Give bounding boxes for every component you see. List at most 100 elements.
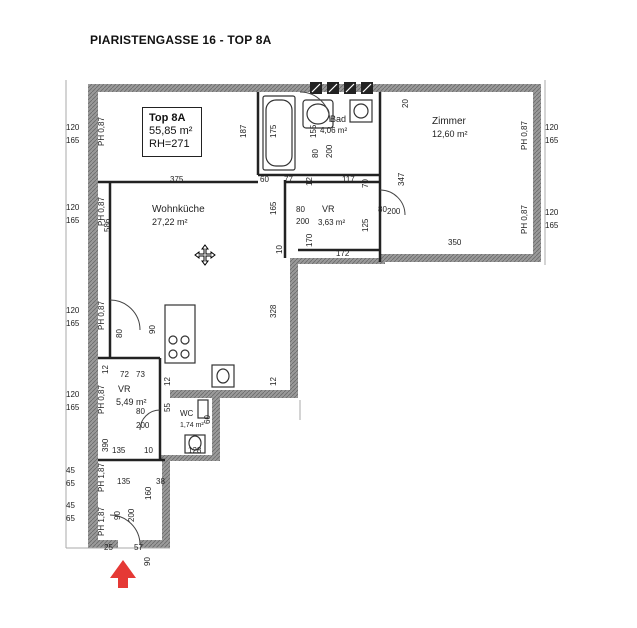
dim-586: 586 — [103, 218, 112, 232]
room-vr-upper-name: VR — [322, 204, 335, 214]
dim-165: 165 — [269, 201, 278, 215]
dim-90b: 90 — [113, 511, 122, 520]
dim-375: 375 — [170, 175, 184, 184]
win-right-1-w: 120 — [545, 123, 559, 132]
wall-bottom-right — [162, 455, 170, 545]
dim-117: 117 — [342, 175, 355, 184]
dim-200f: 200 — [127, 508, 136, 522]
wall-zimmer-bottom — [380, 254, 540, 262]
dim-125: 125 — [361, 218, 370, 232]
dim-72: 72 — [120, 370, 129, 379]
room-zimmer-name: Zimmer — [432, 116, 467, 127]
win-right-2-ph: PH 0,87 — [520, 205, 529, 234]
win-left-1-w: 120 — [66, 123, 80, 132]
dim-200b: 200 — [387, 207, 401, 216]
door-swings — [109, 91, 406, 546]
entrance-arrow-icon — [110, 560, 136, 588]
wall-left — [88, 84, 98, 544]
wall-vr-bottom — [290, 258, 385, 264]
dim-128: 128 — [188, 446, 202, 455]
win-left-3-w: 120 — [66, 306, 80, 315]
wall-bottom-step — [170, 390, 298, 398]
dim-12c: 12 — [163, 377, 172, 386]
dim-160: 160 — [144, 486, 153, 500]
dim-170: 170 — [305, 233, 314, 247]
room-wohnkueche-area: 27,22 m² — [152, 217, 188, 227]
room-bad-name: Bad — [330, 114, 346, 124]
unit-area: 55,85 m² — [149, 125, 193, 137]
dim-155: 155 — [309, 124, 318, 138]
door-left-2-w: 45 — [66, 501, 75, 510]
dim-80e: 80 — [136, 407, 145, 416]
interior-walls — [98, 92, 382, 462]
dim-187: 187 — [239, 124, 248, 138]
dim-328: 328 — [269, 304, 278, 318]
room-wc-name: WC — [180, 409, 194, 418]
dim-200e: 200 — [136, 421, 150, 430]
win-right-2-w: 120 — [545, 208, 559, 217]
win-right-1-h: 165 — [545, 136, 559, 145]
wc-fixtures — [184, 399, 209, 454]
dim-77: 77 — [284, 175, 293, 184]
win-left-1-h: 165 — [66, 136, 80, 145]
wall-wc-bottom — [160, 455, 220, 461]
win-left-3-ph: PH 0,87 — [97, 301, 106, 330]
wall-bottom — [88, 540, 118, 548]
dim-60: 60 — [260, 175, 269, 184]
unit-name: Top 8A — [149, 112, 186, 124]
win-left-1-ph: PH 0,87 — [97, 117, 106, 146]
dim-57: 57 — [134, 543, 143, 552]
dim-12b: 12 — [269, 377, 278, 386]
dim-135a: 135 — [112, 446, 126, 455]
dim-90a: 90 — [148, 325, 157, 334]
dim-350: 350 — [448, 238, 462, 247]
door-left-2-ph: PH 1,87 — [97, 507, 106, 536]
unit-info-box: Top 8A 55,85 m² RH=271 — [142, 107, 202, 157]
dim-200c: 200 — [296, 217, 310, 226]
dim-60: 60 — [203, 415, 212, 424]
window-labels-right: 120 165 PH 0,87 120 165 PH 0,87 — [520, 121, 559, 234]
dimension-labels-v: 187 175 155 80 200 20 347 70 165 170 125… — [101, 99, 410, 566]
dim-10b: 10 — [144, 446, 153, 455]
dim-80a: 80 — [311, 149, 320, 158]
move-cursor-icon — [194, 244, 216, 266]
kitchen-counter — [164, 304, 235, 388]
door-left-1-h: 65 — [66, 479, 75, 488]
dim-80d: 80 — [115, 329, 124, 338]
door-left-1-w: 45 — [66, 466, 75, 475]
room-wohnkueche-name: Wohnküche — [152, 204, 205, 215]
room-vr-upper-area: 3,63 m² — [318, 218, 345, 227]
dim-10: 10 — [275, 245, 284, 254]
win-left-2-ph: PH 0,87 — [97, 197, 106, 226]
dim-25: 25 — [104, 543, 113, 552]
win-left-4-ph: PH 0,87 — [97, 385, 106, 414]
wall-kitchen-right — [290, 258, 298, 398]
dim-70: 70 — [361, 179, 370, 188]
dim-347: 347 — [397, 172, 406, 186]
room-wc-area: 1,74 m² — [180, 422, 204, 429]
room-vr-lower-area: 5,49 m² — [116, 397, 147, 407]
unit-rh: RH=271 — [149, 138, 190, 150]
dim-200a: 200 — [325, 144, 334, 158]
wall-wc-right — [212, 390, 220, 460]
dim-38: 38 — [156, 477, 165, 486]
win-right-2-h: 165 — [545, 221, 559, 230]
room-labels: Wohnküche 27,22 m² Bad 4,06 m² Zimmer 12… — [116, 114, 468, 429]
dimension-labels-h: 375 60 77 117 80 200 350 80 200 172 72 7… — [104, 175, 462, 552]
win-left-4-w: 120 — [66, 390, 80, 399]
room-zimmer-area: 12,60 m² — [432, 129, 468, 139]
room-bad-area: 4,06 m² — [320, 126, 347, 135]
dim-20: 20 — [401, 99, 410, 108]
door-left-1-ph: PH 1,87 — [97, 463, 106, 492]
dim-175: 175 — [269, 124, 278, 138]
room-vr-lower-name: VR — [118, 384, 131, 394]
win-left-4-h: 165 — [66, 403, 80, 412]
dim-135b: 135 — [117, 477, 131, 486]
dim-80c: 80 — [296, 205, 305, 214]
dim-390: 390 — [101, 438, 110, 452]
door-left-2-h: 65 — [66, 514, 75, 523]
win-left-2-w: 120 — [66, 203, 80, 212]
dim-55: 55 — [163, 403, 172, 412]
dim-73: 73 — [136, 370, 145, 379]
